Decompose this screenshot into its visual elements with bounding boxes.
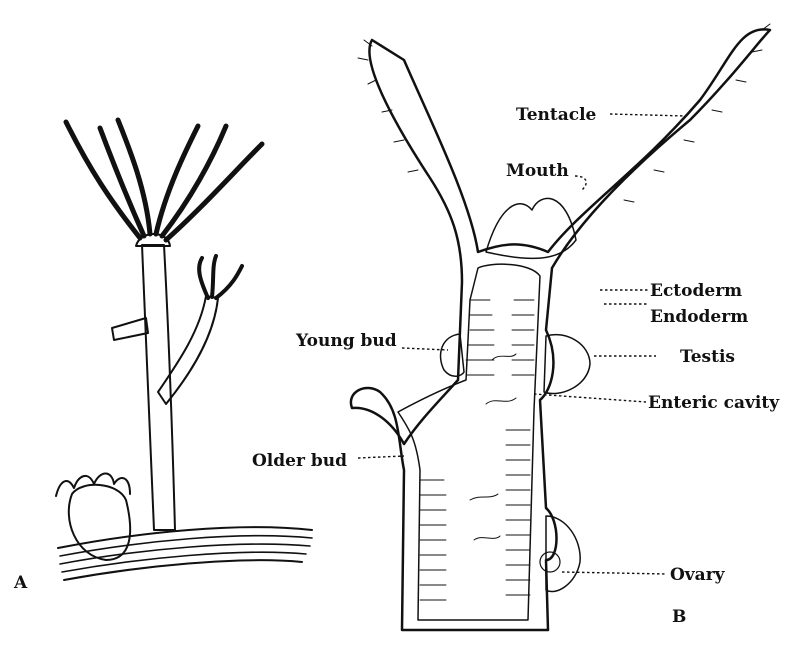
side-stub [112, 318, 148, 340]
ovary-bulge [546, 516, 580, 592]
label-enteric-cavity: Enteric cavity [648, 393, 780, 413]
panel-letter-b: B [672, 607, 686, 627]
label-ectoderm: Ectoderm [650, 281, 742, 301]
label-mouth: Mouth [506, 161, 569, 181]
label-young-bud: Young bud [295, 331, 397, 351]
label-tentacle: Tentacle [516, 105, 597, 125]
tentacles-a [66, 120, 262, 240]
substrate [58, 527, 312, 580]
hydra-stalk [142, 245, 175, 530]
panel-letter-a: A [13, 573, 28, 593]
label-older-bud: Older bud [252, 451, 347, 471]
enteric-cavity-outline [398, 264, 540, 620]
young-bud-bulge [441, 334, 464, 376]
label-testis: Testis [680, 347, 735, 367]
label-ovary: Ovary [670, 565, 726, 585]
hydra-whole-drawing [56, 120, 312, 580]
label-endoderm: Endoderm [650, 307, 748, 327]
